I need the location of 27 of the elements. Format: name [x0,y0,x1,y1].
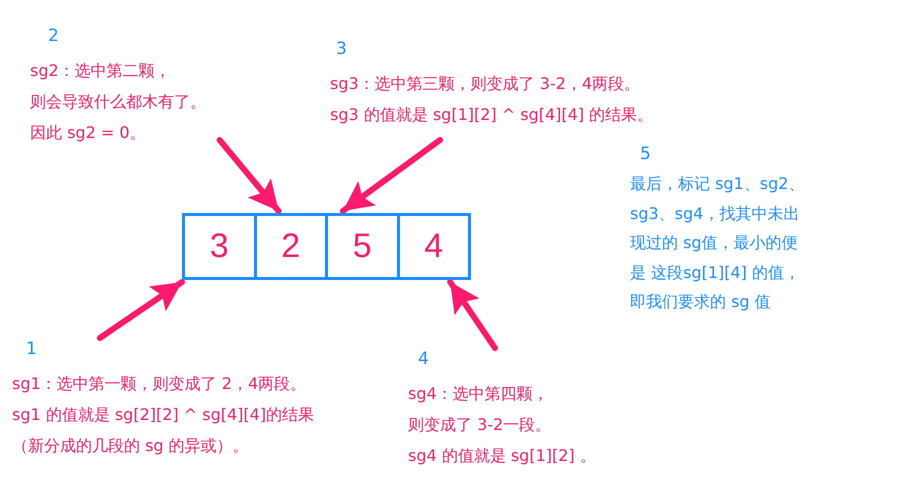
step-number: 3 [336,38,347,60]
annotation-text: 则会导致什么都木有了。 [30,91,206,113]
annotation-text: 因此 sg2 = 0。 [30,122,146,144]
annotation-text: sg2：选中第二颗， [30,60,171,82]
annotation-text: （新分成的几段的 sg 的异或）。 [12,435,249,457]
arrow [216,137,282,214]
arrow [96,279,185,341]
cell-value: 2 [281,227,300,266]
annotation-text: sg1 的值就是 sg[2][2] ^ sg[4][4]的结果 [12,404,314,426]
arrow [447,279,498,351]
step-number: 5 [640,143,651,165]
step-number: 2 [48,25,59,47]
step-number: 4 [418,348,429,370]
annotation-text: sg4 的值就是 sg[1][2] 。 [408,445,596,467]
annotation-text: sg3：选中第三颗，则变成了 3-2，4两段。 [330,73,640,95]
cell-value: 5 [352,227,372,266]
step-number: 1 [26,338,37,360]
array-cell [325,213,400,280]
note-text: 最后，标记 sg1、sg2、sg3、sg4，找其中未出现过的 sg值，最小的便是 这段sg[1][4] 的值，即我们要求的 sg 值 [630,173,806,313]
annotation-text: sg1：选中第一颗，则变成了 2，4两段。 [12,373,306,395]
array-cell [182,213,256,280]
cell-value: 4 [424,227,444,266]
arrow [340,137,443,214]
annotation-text: sg4：选中第四颗， [408,383,549,405]
annotation-text: sg3 的值就是 sg[1][2] ^ sg[4][4] 的结果。 [330,104,654,126]
cell-value: 3 [210,227,229,266]
annotation-text: 则变成了 3-2一段。 [408,414,552,436]
